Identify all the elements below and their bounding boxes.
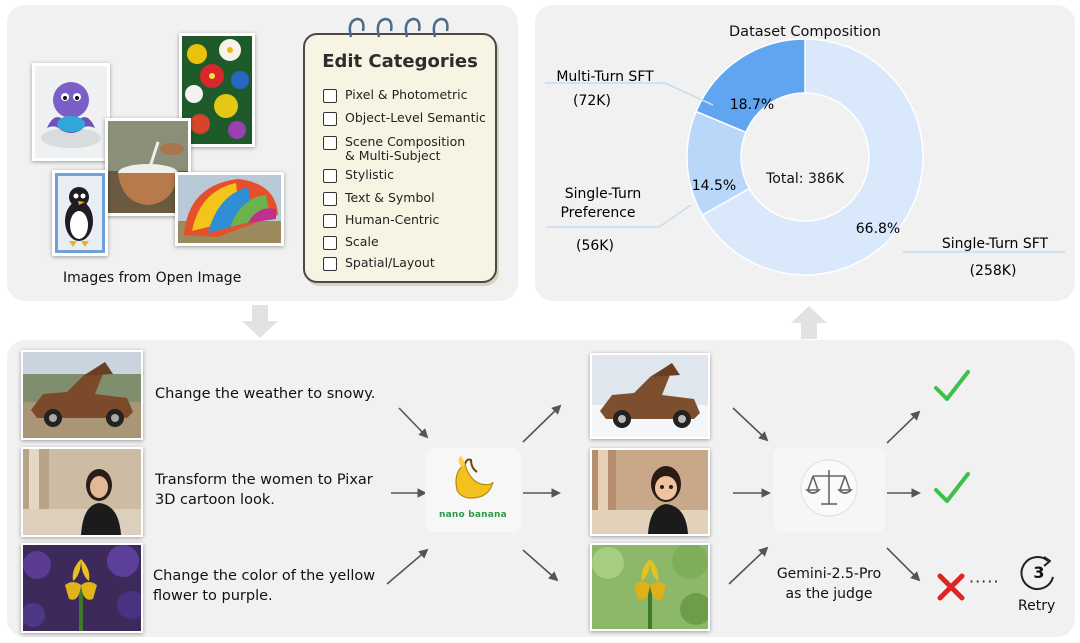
up-arrow-icon (791, 306, 827, 339)
octopus-toy-photo (32, 63, 110, 161)
label-single-sft-name: Single-Turn SFT (942, 236, 1049, 252)
category-item: Spatial/Layout (323, 256, 435, 271)
edit-categories-panel: Images from Open Image Edit Categories P… (7, 5, 518, 301)
images-caption: Images from Open Image (63, 270, 242, 286)
arrow (886, 547, 921, 582)
percent-preference: 14.5% (692, 178, 736, 194)
arrow (386, 548, 429, 585)
edit-categories-notebook: Edit Categories Pixel & Photometric Obje… (303, 17, 497, 283)
woman-photo (21, 447, 143, 537)
pixar-woman-photo (590, 448, 710, 536)
category-item: Scale (323, 235, 379, 250)
hot-air-balloon-photo (175, 172, 284, 246)
category-item: Stylistic (323, 168, 394, 183)
instruction-text: Change the weather to snowy. (155, 386, 376, 402)
editing-pipeline-panel: Change the weather to snowy. Transform t… (7, 340, 1075, 637)
arrow (522, 549, 559, 582)
instruction-text: Transform the women to Pixar 3D cartoon … (155, 472, 373, 508)
snowy-car-photo (590, 353, 710, 439)
arrow (732, 407, 769, 442)
category-item: Object-Level Semantic (323, 111, 486, 126)
category-item: Scene Composition & Multi-Subject (323, 135, 465, 163)
notebook-title: Edit Categories (322, 51, 478, 72)
arrow (728, 546, 769, 585)
banana-icon (455, 456, 494, 499)
leader-line-multi-turn (545, 82, 714, 106)
car-photo (21, 350, 143, 440)
arrow (398, 407, 429, 439)
retry-ellipsis: ····· (969, 572, 1000, 591)
donut-center-label: Total: 386K (765, 171, 845, 187)
down-arrow-icon (242, 305, 278, 338)
arrow (522, 404, 562, 443)
check-icon (934, 370, 970, 401)
category-item: Pixel & Photometric (323, 88, 468, 103)
dataset-composition-panel: Dataset Composition Total: 386K Multi-Tu… (535, 5, 1075, 301)
label-preference-count: (56K) (576, 238, 614, 254)
arrow (886, 410, 921, 444)
judge-box (773, 448, 885, 532)
label-single-sft-count: (258K) (970, 263, 1017, 279)
checkbox-icon (323, 89, 337, 103)
checkbox-icon (323, 257, 337, 271)
donut-chart: Dataset Composition Total: 386K Multi-Tu… (545, 24, 1065, 279)
checkbox-icon (323, 236, 337, 250)
label-preference-name-2: Preference (560, 205, 635, 221)
judge-label: Gemini-2.5-Pro as the judge (776, 566, 882, 602)
label-multi-turn-name: Multi-Turn SFT (556, 69, 654, 85)
retry-icon (1020, 556, 1054, 591)
retry-label: Retry (1018, 598, 1056, 614)
checkbox-icon (323, 214, 337, 228)
model-label: nano banana (439, 510, 507, 520)
penguin-drawing-photo (52, 170, 108, 256)
iris-photo (21, 543, 143, 633)
checkbox-icon (323, 192, 337, 206)
checkbox-icon (323, 112, 337, 126)
chart-title: Dataset Composition (729, 24, 881, 40)
purple-iris-photo (590, 543, 710, 631)
instruction-text: Change the color of the yellow flower to… (153, 568, 376, 604)
notebook-spiral-icon (348, 17, 449, 38)
percent-single-sft: 66.8% (856, 221, 900, 237)
leader-line-preference (547, 204, 692, 228)
checkbox-icon (323, 136, 337, 150)
check-icon (934, 472, 970, 503)
cross-icon (937, 573, 965, 601)
nano-banana-model: nano banana (425, 448, 521, 532)
pipeline-arrows (386, 404, 921, 585)
category-item: Human-Centric (323, 213, 439, 228)
label-preference-name-1: Single-Turn (565, 186, 642, 202)
label-multi-turn-count: (72K) (573, 93, 611, 109)
bowl-photo (105, 118, 191, 216)
donut-slice (695, 38, 806, 134)
flower-painting-photo (179, 33, 255, 147)
checkbox-icon (323, 169, 337, 183)
judge-scale-icon (800, 459, 858, 517)
donut-slice (701, 38, 924, 276)
category-item: Text & Symbol (323, 191, 435, 206)
retry-count: 3 (1033, 563, 1045, 582)
percent-multi-turn: 18.7% (730, 97, 774, 113)
